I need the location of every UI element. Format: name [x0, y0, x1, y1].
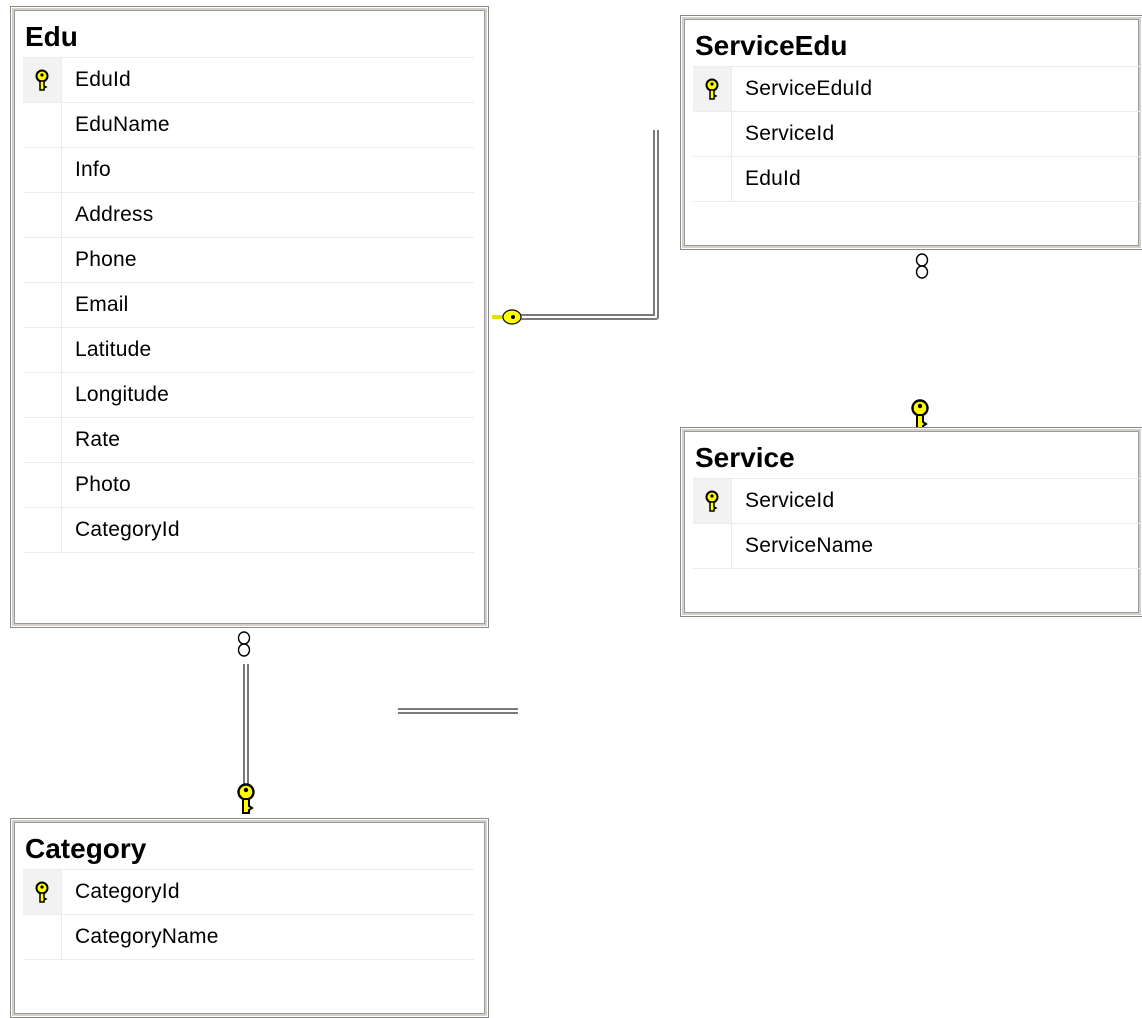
- column-row[interactable]: Info: [23, 148, 474, 193]
- many-end-infinity-icon: [237, 631, 251, 657]
- column-row[interactable]: CategoryId: [23, 870, 474, 915]
- table-title: ServiceEdu: [695, 30, 848, 61]
- column-row[interactable]: EduName: [23, 103, 474, 148]
- column-name: EduId: [745, 167, 801, 190]
- many-end-infinity-icon: [915, 253, 929, 279]
- row-selector: [23, 148, 62, 192]
- column-name: Info: [75, 158, 111, 181]
- column-name: ServiceEduId: [745, 77, 873, 100]
- table-edu[interactable]: Edu EduId EduName Info Address Phone Ema…: [10, 6, 489, 628]
- column-row[interactable]: Photo: [23, 463, 474, 508]
- primary-key-icon: [35, 69, 49, 91]
- column-row[interactable]: CategoryId: [23, 508, 474, 553]
- column-name: Email: [75, 293, 129, 316]
- column-name: Photo: [75, 473, 131, 496]
- row-selector: [693, 67, 732, 111]
- column-row[interactable]: ServiceEduId: [693, 67, 1142, 112]
- edu-serviceedu-connector[interactable]: [492, 130, 659, 325]
- column-row[interactable]: ServiceId: [693, 479, 1142, 524]
- column-name: Phone: [75, 248, 137, 271]
- row-selector: [23, 508, 62, 552]
- column-row[interactable]: Address: [23, 193, 474, 238]
- one-end-key-icon: [911, 399, 929, 431]
- row-selector: [23, 328, 62, 372]
- row-selector: [693, 479, 732, 523]
- column-list: ServiceId ServiceName: [693, 478, 1142, 569]
- column-name: ServiceName: [745, 534, 874, 557]
- category-edu-connector[interactable]: [237, 631, 255, 815]
- row-selector: [23, 103, 62, 147]
- column-name: EduName: [75, 113, 170, 136]
- column-row[interactable]: ServiceId: [693, 112, 1142, 157]
- column-row[interactable]: Latitude: [23, 328, 474, 373]
- primary-key-icon: [705, 78, 719, 100]
- row-selector: [23, 58, 62, 102]
- column-row[interactable]: Phone: [23, 238, 474, 283]
- column-row[interactable]: EduId: [23, 58, 474, 103]
- column-name: Latitude: [75, 338, 152, 361]
- column-name: CategoryName: [75, 925, 219, 948]
- row-selector: [23, 463, 62, 507]
- service-serviceedu-connector[interactable]: [911, 253, 929, 431]
- column-name: EduId: [75, 68, 131, 91]
- one-end-key-icon: [237, 783, 255, 815]
- row-selector: [23, 283, 62, 327]
- row-selector: [693, 524, 732, 568]
- row-selector: [23, 915, 62, 959]
- column-name: CategoryId: [75, 880, 180, 903]
- column-list: CategoryId CategoryName: [23, 869, 474, 960]
- table-title: Service: [695, 442, 795, 473]
- row-selector: [23, 373, 62, 417]
- column-name: Rate: [75, 428, 121, 451]
- table-category[interactable]: Category CategoryId CategoryName: [10, 818, 489, 1018]
- row-selector: [23, 870, 62, 914]
- table-service[interactable]: Service ServiceId ServiceName: [680, 427, 1142, 617]
- column-row[interactable]: ServiceName: [693, 524, 1142, 569]
- row-selector: [693, 112, 732, 156]
- primary-key-icon: [35, 881, 49, 903]
- column-name: ServiceId: [745, 122, 835, 145]
- column-row[interactable]: EduId: [693, 157, 1142, 202]
- column-row[interactable]: CategoryName: [23, 915, 474, 960]
- table-title: Edu: [25, 21, 78, 52]
- column-list: ServiceEduId ServiceId EduId: [693, 66, 1142, 202]
- column-name: CategoryId: [75, 518, 180, 541]
- column-list: EduId EduName Info Address Phone Email L…: [23, 57, 474, 553]
- column-row[interactable]: Longitude: [23, 373, 474, 418]
- column-name: Address: [75, 203, 154, 226]
- column-name: Longitude: [75, 383, 170, 406]
- column-row[interactable]: Email: [23, 283, 474, 328]
- table-title: Category: [25, 833, 147, 864]
- row-selector: [693, 157, 732, 201]
- row-selector: [23, 238, 62, 282]
- primary-key-icon: [705, 490, 719, 512]
- row-selector: [23, 193, 62, 237]
- column-name: ServiceId: [745, 489, 835, 512]
- column-row[interactable]: Rate: [23, 418, 474, 463]
- row-selector: [23, 418, 62, 462]
- table-serviceedu[interactable]: ServiceEdu ServiceEduId ServiceId EduId: [680, 15, 1142, 250]
